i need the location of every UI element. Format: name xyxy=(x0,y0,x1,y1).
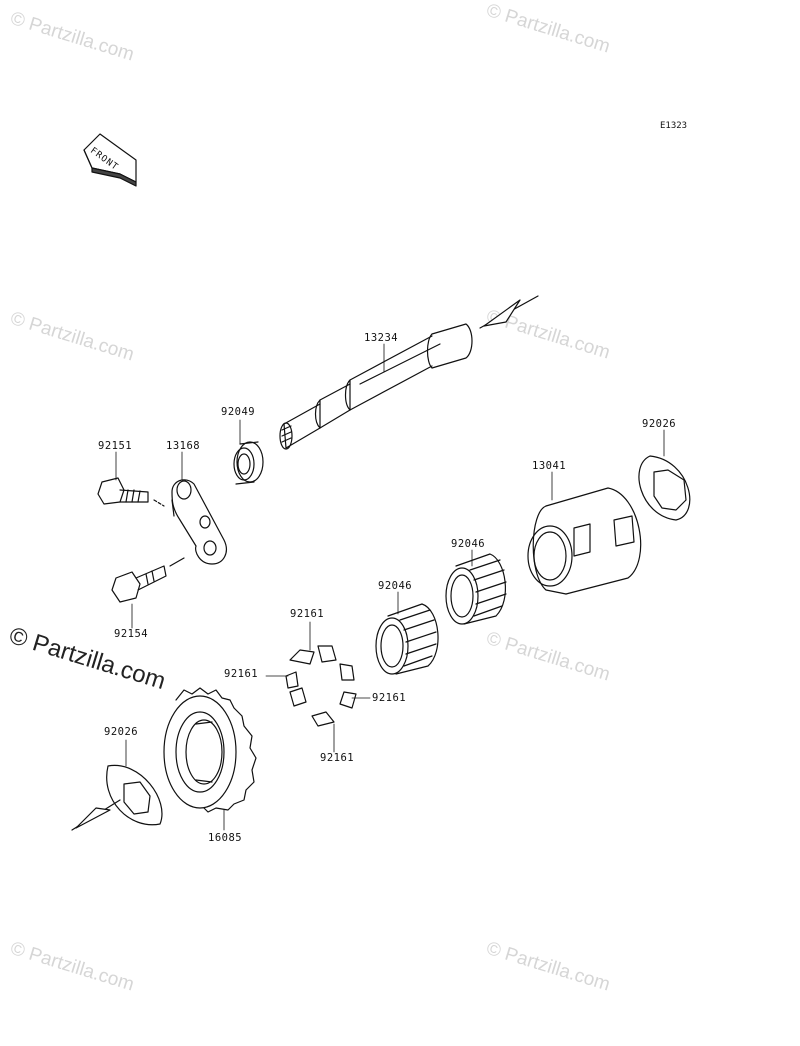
bearing-left-part xyxy=(375,603,439,675)
part-label-damper-bottom: 92161 xyxy=(320,752,355,764)
part-label-bolt-upper: 92151 xyxy=(98,440,133,452)
diagram-code: E1323 xyxy=(660,121,688,131)
bolt-upper-part xyxy=(97,477,165,507)
part-label-bearing-left: 92046 xyxy=(378,580,413,592)
damper-set-part xyxy=(285,645,357,727)
part-label-seal: 92049 xyxy=(221,406,256,418)
washer-left-part xyxy=(106,764,163,826)
shaft-part xyxy=(279,323,473,450)
part-label-bearing-right: 92046 xyxy=(451,538,486,550)
part-label-washer-right: 92026 xyxy=(642,418,677,430)
front-arrow-icon xyxy=(83,133,137,187)
part-label-damper-right: 92161 xyxy=(372,692,407,704)
washer-right-part xyxy=(638,455,691,521)
housing-part xyxy=(527,487,642,595)
part-label-gear: 16085 xyxy=(208,832,243,844)
leader-lines xyxy=(115,343,665,831)
gear-part xyxy=(163,687,257,813)
part-label-damper-left: 92161 xyxy=(224,668,259,680)
part-label-damper-top: 92161 xyxy=(290,608,325,620)
bolt-lower-part xyxy=(111,557,185,603)
part-label-bolt-lower: 92154 xyxy=(114,628,149,640)
part-label-lever: 13168 xyxy=(166,440,201,452)
part-label-housing: 13041 xyxy=(532,460,567,472)
bearing-right-part xyxy=(445,553,507,625)
seal-part xyxy=(233,441,264,485)
lever-part xyxy=(171,479,227,565)
part-label-washer-left: 92026 xyxy=(104,726,139,738)
part-label-shaft: 13234 xyxy=(364,332,399,344)
